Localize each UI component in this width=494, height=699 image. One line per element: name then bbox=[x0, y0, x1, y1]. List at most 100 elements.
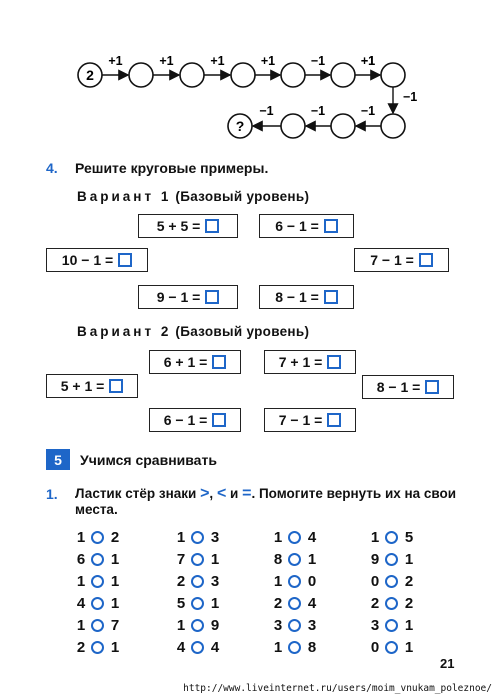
greater-sign: > bbox=[200, 485, 210, 502]
task-4-text: Решите круговые примеры. bbox=[75, 160, 269, 176]
left-number: 5 bbox=[176, 594, 186, 612]
left-number: 0 bbox=[370, 572, 380, 590]
left-number: 1 bbox=[76, 572, 86, 590]
chain-op-label: −1 bbox=[311, 54, 325, 68]
compare-sign-slot[interactable] bbox=[288, 530, 301, 544]
left-number: 1 bbox=[370, 528, 380, 546]
answer-box[interactable] bbox=[212, 413, 227, 427]
equation-box: 7 − 1 = bbox=[264, 408, 356, 432]
chain-circle bbox=[330, 62, 356, 88]
left-number: 4 bbox=[176, 638, 186, 656]
variant-1-level: (Базовый уровень) bbox=[175, 189, 310, 204]
right-number: 4 bbox=[307, 528, 317, 546]
right-number: 1 bbox=[307, 550, 317, 568]
compare-sign-slot[interactable] bbox=[385, 596, 398, 610]
compare-sign-slot[interactable] bbox=[288, 618, 301, 632]
answer-box[interactable] bbox=[323, 219, 338, 233]
compare-sign-slot[interactable] bbox=[91, 552, 104, 566]
left-number: 1 bbox=[273, 528, 283, 546]
left-number: 2 bbox=[176, 572, 186, 590]
compare-sign-slot[interactable] bbox=[385, 618, 398, 632]
right-number: 4 bbox=[210, 638, 220, 656]
answer-box[interactable] bbox=[205, 219, 220, 233]
answer-box[interactable] bbox=[212, 355, 227, 369]
problem-1-number: 1. bbox=[46, 486, 58, 502]
left-number: 7 bbox=[176, 550, 186, 568]
answer-box[interactable] bbox=[425, 380, 440, 394]
answer-box[interactable] bbox=[323, 290, 338, 304]
chain-op-label: +1 bbox=[261, 54, 275, 68]
compare-sign-slot[interactable] bbox=[288, 552, 301, 566]
equation-box: 5 + 1 = bbox=[46, 374, 138, 398]
compare-sign-slot[interactable] bbox=[385, 530, 398, 544]
answer-box[interactable] bbox=[109, 379, 124, 393]
compare-sign-slot[interactable] bbox=[288, 596, 301, 610]
left-number: 3 bbox=[370, 616, 380, 634]
equation-box: 6 − 1 = bbox=[259, 214, 354, 238]
compare-sign-slot[interactable] bbox=[385, 640, 398, 654]
compare-sign-slot[interactable] bbox=[191, 596, 204, 610]
right-number: 1 bbox=[110, 572, 120, 590]
compare-sign-slot[interactable] bbox=[91, 596, 104, 610]
compare-sign-slot[interactable] bbox=[91, 640, 104, 654]
right-number: 8 bbox=[307, 638, 317, 656]
compare-sign-slot[interactable] bbox=[385, 552, 398, 566]
answer-box[interactable] bbox=[118, 253, 133, 267]
equation-box: 6 + 1 = bbox=[149, 350, 241, 374]
compare-sign-slot[interactable] bbox=[191, 640, 204, 654]
chain-start-value: 2 bbox=[86, 67, 94, 83]
left-number: 0 bbox=[370, 638, 380, 656]
compare-sign-slot[interactable] bbox=[191, 574, 204, 588]
chain-op-label: −1 bbox=[259, 104, 273, 118]
compare-sign-slot[interactable] bbox=[91, 574, 104, 588]
right-number: 4 bbox=[307, 594, 317, 612]
equation-box: 8 − 1 = bbox=[259, 285, 354, 309]
equation-box: 5 + 5 = bbox=[138, 214, 238, 238]
answer-box[interactable] bbox=[327, 355, 342, 369]
right-number: 1 bbox=[404, 638, 414, 656]
compare-sign-slot[interactable] bbox=[288, 640, 301, 654]
left-number: 9 bbox=[370, 550, 380, 568]
answer-box[interactable] bbox=[205, 290, 220, 304]
chain-circle bbox=[380, 113, 406, 139]
compare-sign-slot[interactable] bbox=[288, 574, 301, 588]
answer-box[interactable] bbox=[418, 253, 433, 267]
equation-box: 7 − 1 = bbox=[354, 248, 449, 272]
compare-sign-slot[interactable] bbox=[91, 618, 104, 632]
left-number: 3 bbox=[273, 616, 283, 634]
chain-end-value: ? bbox=[236, 118, 245, 134]
answer-box[interactable] bbox=[327, 413, 342, 427]
right-number: 9 bbox=[210, 616, 220, 634]
chain-circle bbox=[179, 62, 205, 88]
equation-box: 6 − 1 = bbox=[149, 408, 241, 432]
compare-sign-slot[interactable] bbox=[385, 574, 398, 588]
compare-sign-slot[interactable] bbox=[191, 530, 204, 544]
chain-circle bbox=[230, 62, 256, 88]
variant-1-title: Вариант 1 bbox=[77, 189, 172, 204]
compare-sign-slot[interactable] bbox=[91, 530, 104, 544]
chain-op-label: +1 bbox=[210, 54, 224, 68]
compare-sign-slot[interactable] bbox=[191, 552, 204, 566]
source-url: http://www.liveinternet.ru/users/moim_vn… bbox=[183, 683, 492, 694]
right-number: 1 bbox=[110, 638, 120, 656]
compare-sign-slot[interactable] bbox=[191, 618, 204, 632]
